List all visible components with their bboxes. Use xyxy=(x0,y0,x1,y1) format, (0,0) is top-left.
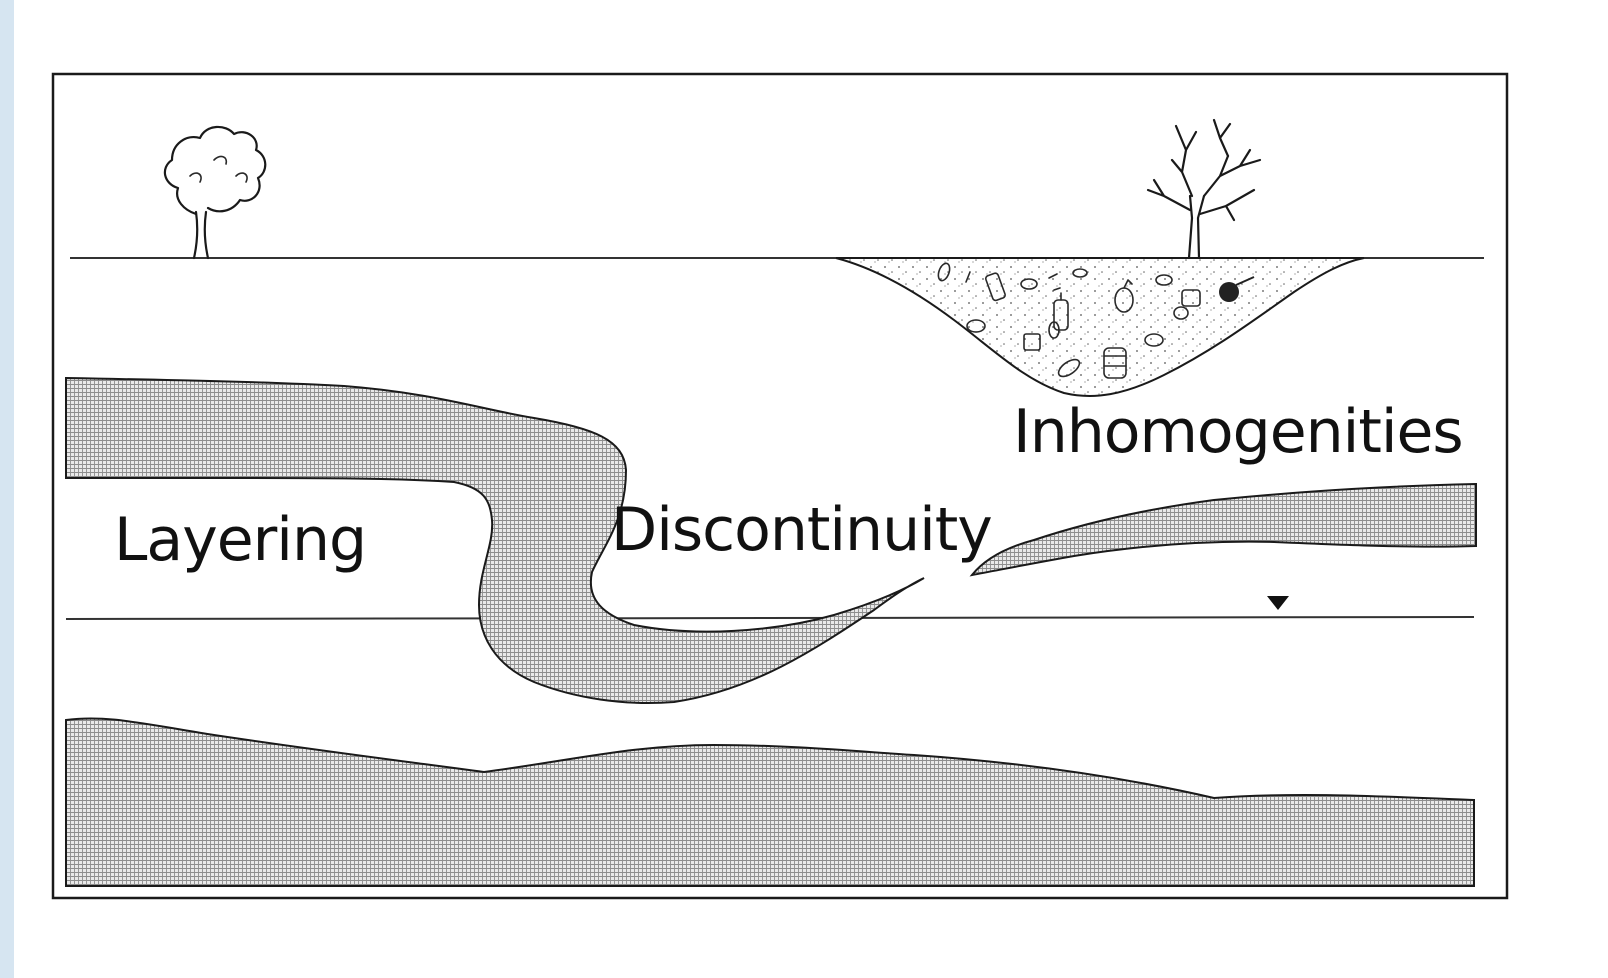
soil-profile-diagram: Layering Discontinuity Inhomogenities xyxy=(14,0,1608,978)
inhomogenities-label: Inhomogenities xyxy=(1013,397,1463,467)
diagram-sheet: Layering Discontinuity Inhomogenities xyxy=(14,0,1608,978)
layering-label: Layering xyxy=(114,505,366,575)
discontinuity-label: Discontinuity xyxy=(611,495,992,565)
